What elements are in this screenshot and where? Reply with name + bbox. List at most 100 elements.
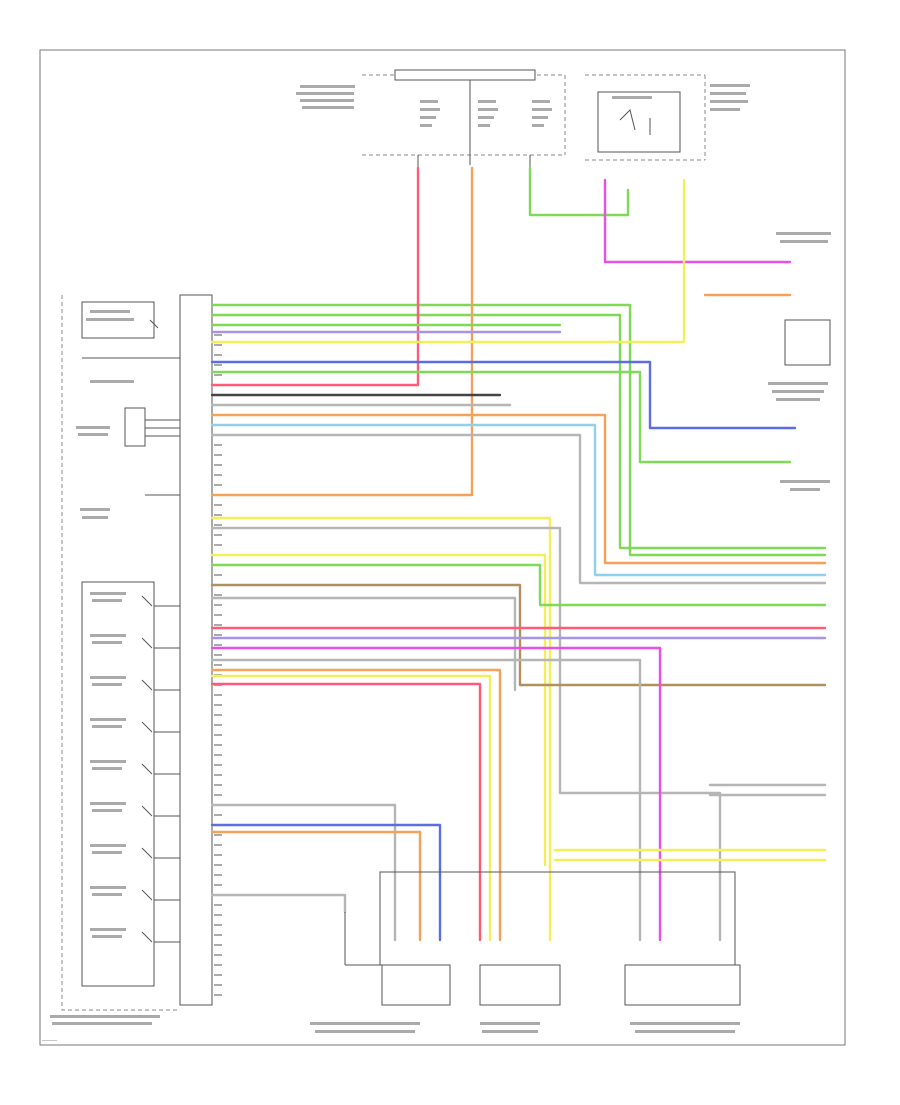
wire-harness [210,166,827,942]
wire-orange-bottom [210,830,422,942]
pin-tick [214,594,222,596]
wire-pink-low [210,682,482,942]
wire-yellow-mid [210,516,552,942]
wire-orange-top [210,166,474,497]
pin-tick [214,664,222,666]
pin-tick [214,764,222,766]
pin-tick [214,334,222,336]
wire-green-mid [210,563,827,607]
wire-magenta-low [210,646,662,942]
relay-box [597,91,681,153]
pin-tick [214,524,222,526]
switch-label-mark [92,599,122,602]
pin-tick [214,604,222,606]
wire-magenta-relay [603,178,792,264]
switch-label-mark [92,935,122,938]
pin-tick [214,844,222,846]
diagram-frame [39,49,846,1046]
switch-label-mark [92,683,122,686]
wire-lightblue-row [210,423,827,577]
switch-contact [141,889,153,901]
pin-tick [214,874,222,876]
wire-blue-right [210,360,797,430]
wire-brown-row [210,583,827,687]
pin-tick [214,984,222,986]
pin-tick [214,544,222,546]
wire-yellow-low [210,674,492,942]
switch-label-mark [90,844,126,847]
switch-contact [141,595,153,607]
pin-tick [214,474,222,476]
switch-label-mark [92,809,122,812]
pin-tick [214,644,222,646]
wire-blue-bottom [210,823,442,942]
switch-stack-items [90,592,180,943]
switch-stack [81,581,180,987]
wire-yellow-mid2 [210,553,547,867]
switch-label-mark [90,634,126,637]
switch-label-mark [90,760,126,763]
pin-tick [214,504,222,506]
switch-label-mark [90,676,126,679]
pin-tick [214,914,222,916]
pin-tick [214,374,222,376]
pin-tick [214,854,222,856]
pin-tick [214,724,222,726]
wire-gray-mid [210,526,722,942]
pin-tick [214,464,222,466]
pin-tick [214,954,222,956]
switch-label-mark [92,725,122,728]
switch-contact [141,637,153,649]
pin-tick [214,444,222,446]
relay-module [585,74,750,161]
pin-tick [214,744,222,746]
pin-tick [214,864,222,866]
wire-orange-row [210,413,827,565]
pin-tick [214,634,222,636]
pin-tick [214,454,222,456]
pin-tick [214,354,222,356]
pin-tick [214,794,222,796]
switch-group-mode [76,407,180,519]
control-module-pin-strip [179,294,213,1006]
pin-tick [214,574,222,576]
switch-contact [141,847,153,859]
wire-yellow-relay [210,178,686,344]
wire-green-top [528,166,630,217]
fuse-block-header [394,69,536,81]
switch-contact [141,679,153,691]
switch-contact [141,931,153,943]
pin-tick [214,994,222,996]
pin-tick [214,754,222,756]
pin-tick [214,834,222,836]
switch-label-mark [92,767,122,770]
wire-green-2 [210,313,827,550]
switch-label-mark [90,592,126,595]
pin-ticks [214,304,222,996]
switch-contact [141,763,153,775]
pin-tick [214,934,222,936]
wire-gray-bottom [210,803,397,942]
pin-tick [214,904,222,906]
switch-contact [141,721,153,733]
pin-tick [214,964,222,966]
switch-label-mark [92,893,122,896]
switch-group-top [81,301,180,383]
wire-gray-row2 [210,433,827,585]
wire-gray-bottom2 [210,893,347,914]
pin-tick [214,344,222,346]
wire-gray-low [210,658,642,942]
switch-label-mark [90,886,126,889]
switch-label-mark [90,928,126,931]
control-module [50,294,222,1025]
bottom-actuators [310,871,741,1033]
wire-green-right [210,370,792,464]
pin-tick [214,364,222,366]
wire-green-1 [210,303,827,557]
pin-tick [214,814,222,816]
pin-tick [214,924,222,926]
pin-tick [214,704,222,706]
pin-tick [214,714,222,716]
